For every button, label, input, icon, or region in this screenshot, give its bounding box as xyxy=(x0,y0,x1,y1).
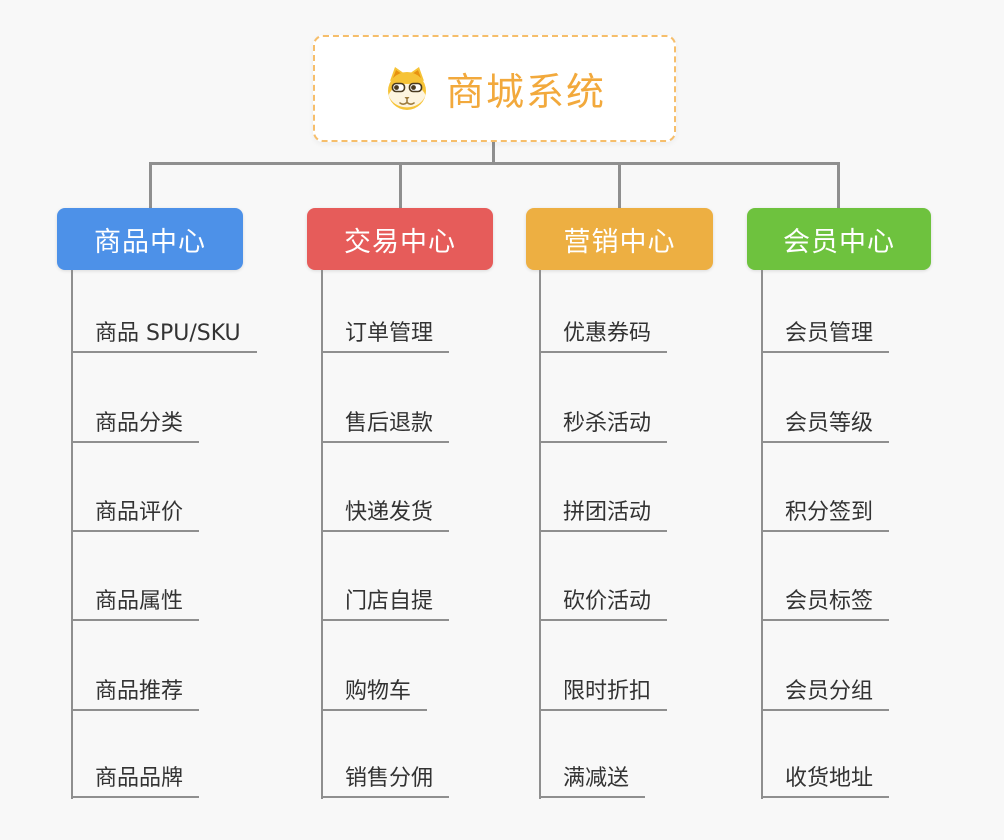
leaf-node[interactable]: 满减送 xyxy=(540,757,646,798)
root-title: 商城系统 xyxy=(445,70,606,114)
branch-label: 会员中心 xyxy=(783,226,895,258)
leaf-node[interactable]: 会员标签 xyxy=(762,580,890,621)
branch-trunk-line xyxy=(71,270,73,799)
leaf-node[interactable]: 订单管理 xyxy=(322,312,450,353)
leaf-node[interactable]: 商品属性 xyxy=(72,580,200,621)
leaf-node[interactable]: 会员分组 xyxy=(762,670,890,711)
leaf-node[interactable]: 商品 SPU/SKU xyxy=(72,312,257,353)
leaf-node[interactable]: 售后退款 xyxy=(322,402,450,443)
branch-header-marketing-center[interactable]: 营销中心 xyxy=(526,208,713,270)
leaf-node[interactable]: 门店自提 xyxy=(322,580,450,621)
leaf-node[interactable]: 销售分佣 xyxy=(322,757,450,798)
branch-trunk-line xyxy=(761,270,763,799)
branch-trunk-line xyxy=(539,270,541,799)
leaf-node[interactable]: 收货地址 xyxy=(762,757,890,798)
branch-trunk-line xyxy=(321,270,323,799)
leaf-node[interactable]: 会员等级 xyxy=(762,402,890,443)
branch-header-trade-center[interactable]: 交易中心 xyxy=(307,208,493,270)
branch-header-product-center[interactable]: 商品中心 xyxy=(57,208,243,270)
branch-label: 商品中心 xyxy=(94,226,206,258)
leaf-node[interactable]: 会员管理 xyxy=(762,312,890,353)
leaf-node[interactable]: 优惠券码 xyxy=(540,312,668,353)
leaf-node[interactable]: 商品品牌 xyxy=(72,757,200,798)
leaf-node[interactable]: 快递发货 xyxy=(322,491,450,532)
connector-drop-line xyxy=(618,163,621,208)
leaf-node[interactable]: 限时折扣 xyxy=(540,670,668,711)
branch-label: 营销中心 xyxy=(563,226,676,258)
leaf-node[interactable]: 商品推荐 xyxy=(72,670,200,711)
root-node[interactable]: 商城系统 xyxy=(313,35,676,142)
connector-drop-line xyxy=(399,163,402,208)
branch-header-member-center[interactable]: 会员中心 xyxy=(747,208,931,270)
leaf-node[interactable]: 拼团活动 xyxy=(540,491,668,532)
leaf-node[interactable]: 商品分类 xyxy=(72,402,200,443)
dog-face-icon xyxy=(383,65,431,113)
connector-bus-line xyxy=(149,162,840,165)
leaf-node[interactable]: 秒杀活动 xyxy=(540,402,668,443)
leaf-node[interactable]: 砍价活动 xyxy=(540,580,668,621)
leaf-node[interactable]: 购物车 xyxy=(322,670,428,711)
leaf-node[interactable]: 积分签到 xyxy=(762,491,890,532)
connector-root-stub xyxy=(492,142,495,163)
leaf-node[interactable]: 商品评价 xyxy=(72,491,200,532)
connector-drop-line xyxy=(837,163,840,208)
connector-drop-line xyxy=(149,163,152,208)
branch-label: 交易中心 xyxy=(344,226,456,258)
